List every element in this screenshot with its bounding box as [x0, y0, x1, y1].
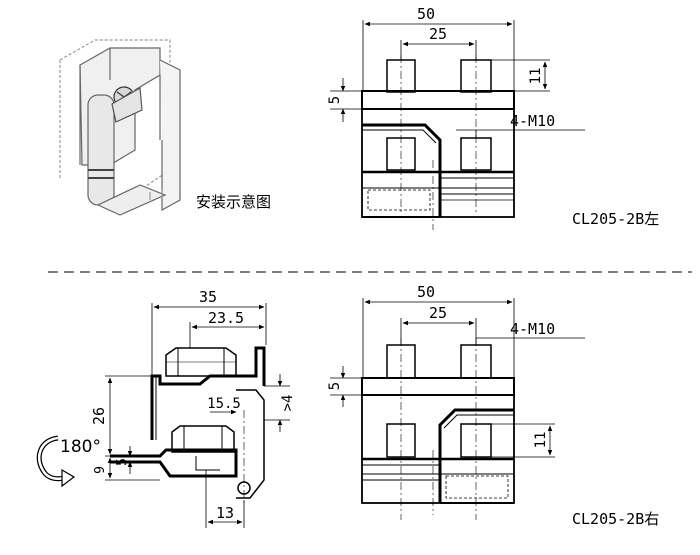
- bottom-dim-plate: 5: [327, 382, 343, 390]
- side-dim-base: 9: [93, 466, 108, 474]
- side-dim-foot: 13: [216, 504, 234, 522]
- install-caption: 安装示意图: [196, 193, 271, 211]
- rotation-label: 180°: [60, 437, 101, 457]
- side-dim-slot: 15.5: [207, 396, 241, 412]
- side-dim-height: 26: [90, 407, 108, 425]
- top-thread-label: 4-M10: [510, 112, 555, 130]
- top-base-plate: [361, 90, 515, 110]
- installation-sketch: [59, 39, 181, 216]
- side-dim-width: 35: [199, 288, 217, 306]
- side-dim-gap: >4: [280, 395, 296, 412]
- side-dim-inner: 23.5: [208, 309, 244, 327]
- top-dim-bolt-spacing: 25: [429, 25, 447, 43]
- bottom-thread-label: 4-M10: [510, 320, 555, 338]
- bottom-view-caption: CL205-2B右: [572, 510, 659, 528]
- rotation-arrow-icon: [36, 435, 76, 488]
- top-view-caption: CL205-2B左: [572, 210, 659, 228]
- top-dim-stud-height: 11: [528, 68, 544, 85]
- bottom-view: [330, 298, 585, 520]
- bottom-dim-stud-height: 11: [533, 432, 549, 449]
- bottom-dim-bolt-spacing: 25: [429, 304, 447, 322]
- top-view: [330, 20, 585, 230]
- bottom-dim-overall: 50: [417, 283, 435, 301]
- side-dim-step: 5: [115, 458, 130, 466]
- top-dim-plate: 5: [327, 96, 343, 104]
- side-view: [105, 303, 290, 528]
- top-dim-overall: 50: [417, 5, 435, 23]
